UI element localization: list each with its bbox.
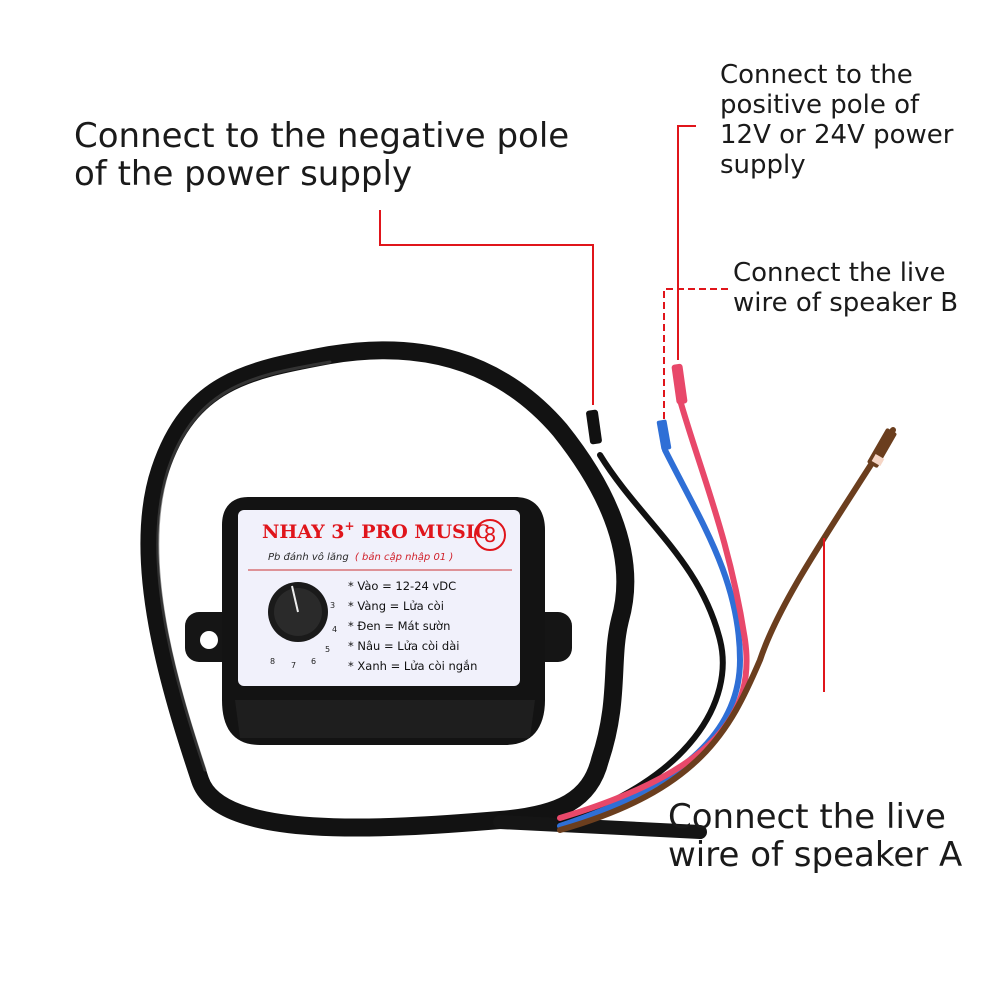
spec-line: * Nâu = Lửa còi dài: [348, 639, 459, 653]
device-title: NHAY 3+ PRO MUSIC: [262, 519, 490, 543]
device-subtitle: Pb đánh vô lăng ( bản cập nhập 01 ): [268, 551, 453, 563]
spec-list: * Vào = 12-24 vDC * Vàng = Lửa còi * Đen…: [348, 579, 477, 673]
spec-line: * Xanh = Lửa còi ngắn: [348, 659, 477, 673]
spec-line: * Vàng = Lửa còi: [348, 599, 444, 613]
dial-scale: 8 7 6 5 4 3: [270, 601, 337, 670]
speaker-a-label: Connect the live wire of speaker A: [668, 798, 962, 875]
label-line: 12V or 24V power: [720, 120, 954, 151]
label-line: positive pole of: [720, 90, 920, 121]
black-loop-highlight: [156, 360, 332, 772]
speaker-b-label: Connect the live wire of speaker B: [733, 258, 958, 318]
brown-wire-strip: [871, 454, 885, 466]
dial-mark: 8: [270, 657, 275, 666]
label-line: Connect to the negative pole: [74, 116, 570, 156]
positive-leader-line: [677, 125, 696, 360]
label-line: wire of speaker A: [668, 835, 963, 876]
black-loop-cable: [140, 341, 635, 837]
label-line: Connect the live: [733, 258, 946, 288]
dial-mark: 5: [325, 645, 330, 654]
blue-wire-tip: [656, 419, 672, 451]
label-line: Connect to the: [720, 60, 913, 90]
model-badge-number: 8: [484, 523, 497, 547]
label-line: supply: [720, 150, 806, 181]
black-wire: [557, 452, 726, 825]
device-label-panel: NHAY 3+ PRO MUSIC 8 Pb đánh vô lăng ( bả…: [248, 519, 512, 673]
label-line: of the power supply: [74, 154, 413, 195]
cable-sheath: [493, 815, 707, 839]
dial-mark: 4: [332, 625, 337, 634]
label-line: wire of speaker B: [733, 288, 959, 319]
positive-pole-label: Connect to the positive pole of 12V or 2…: [720, 60, 954, 181]
controller-box: [185, 497, 572, 745]
red-wire: [557, 397, 750, 821]
brown-wire: [557, 427, 896, 833]
negative-pole-label: Connect to the negative pole of the powe…: [74, 117, 569, 194]
label-line: Connect the live: [668, 797, 946, 837]
speaker-b-leader-line: [663, 288, 728, 420]
negative-leader-line: [379, 210, 594, 405]
model-badge: [474, 519, 506, 551]
annotation-lines: [379, 125, 825, 692]
dial-mark: 3: [330, 601, 335, 610]
dial-mark: 6: [311, 657, 316, 666]
black-wire-tip: [586, 409, 602, 445]
red-wire-tip: [671, 363, 688, 405]
spec-line: * Đen = Mát sườn: [348, 619, 450, 633]
spec-line: * Vào = 12-24 vDC: [348, 579, 456, 593]
dial-mark: 7: [291, 661, 296, 670]
